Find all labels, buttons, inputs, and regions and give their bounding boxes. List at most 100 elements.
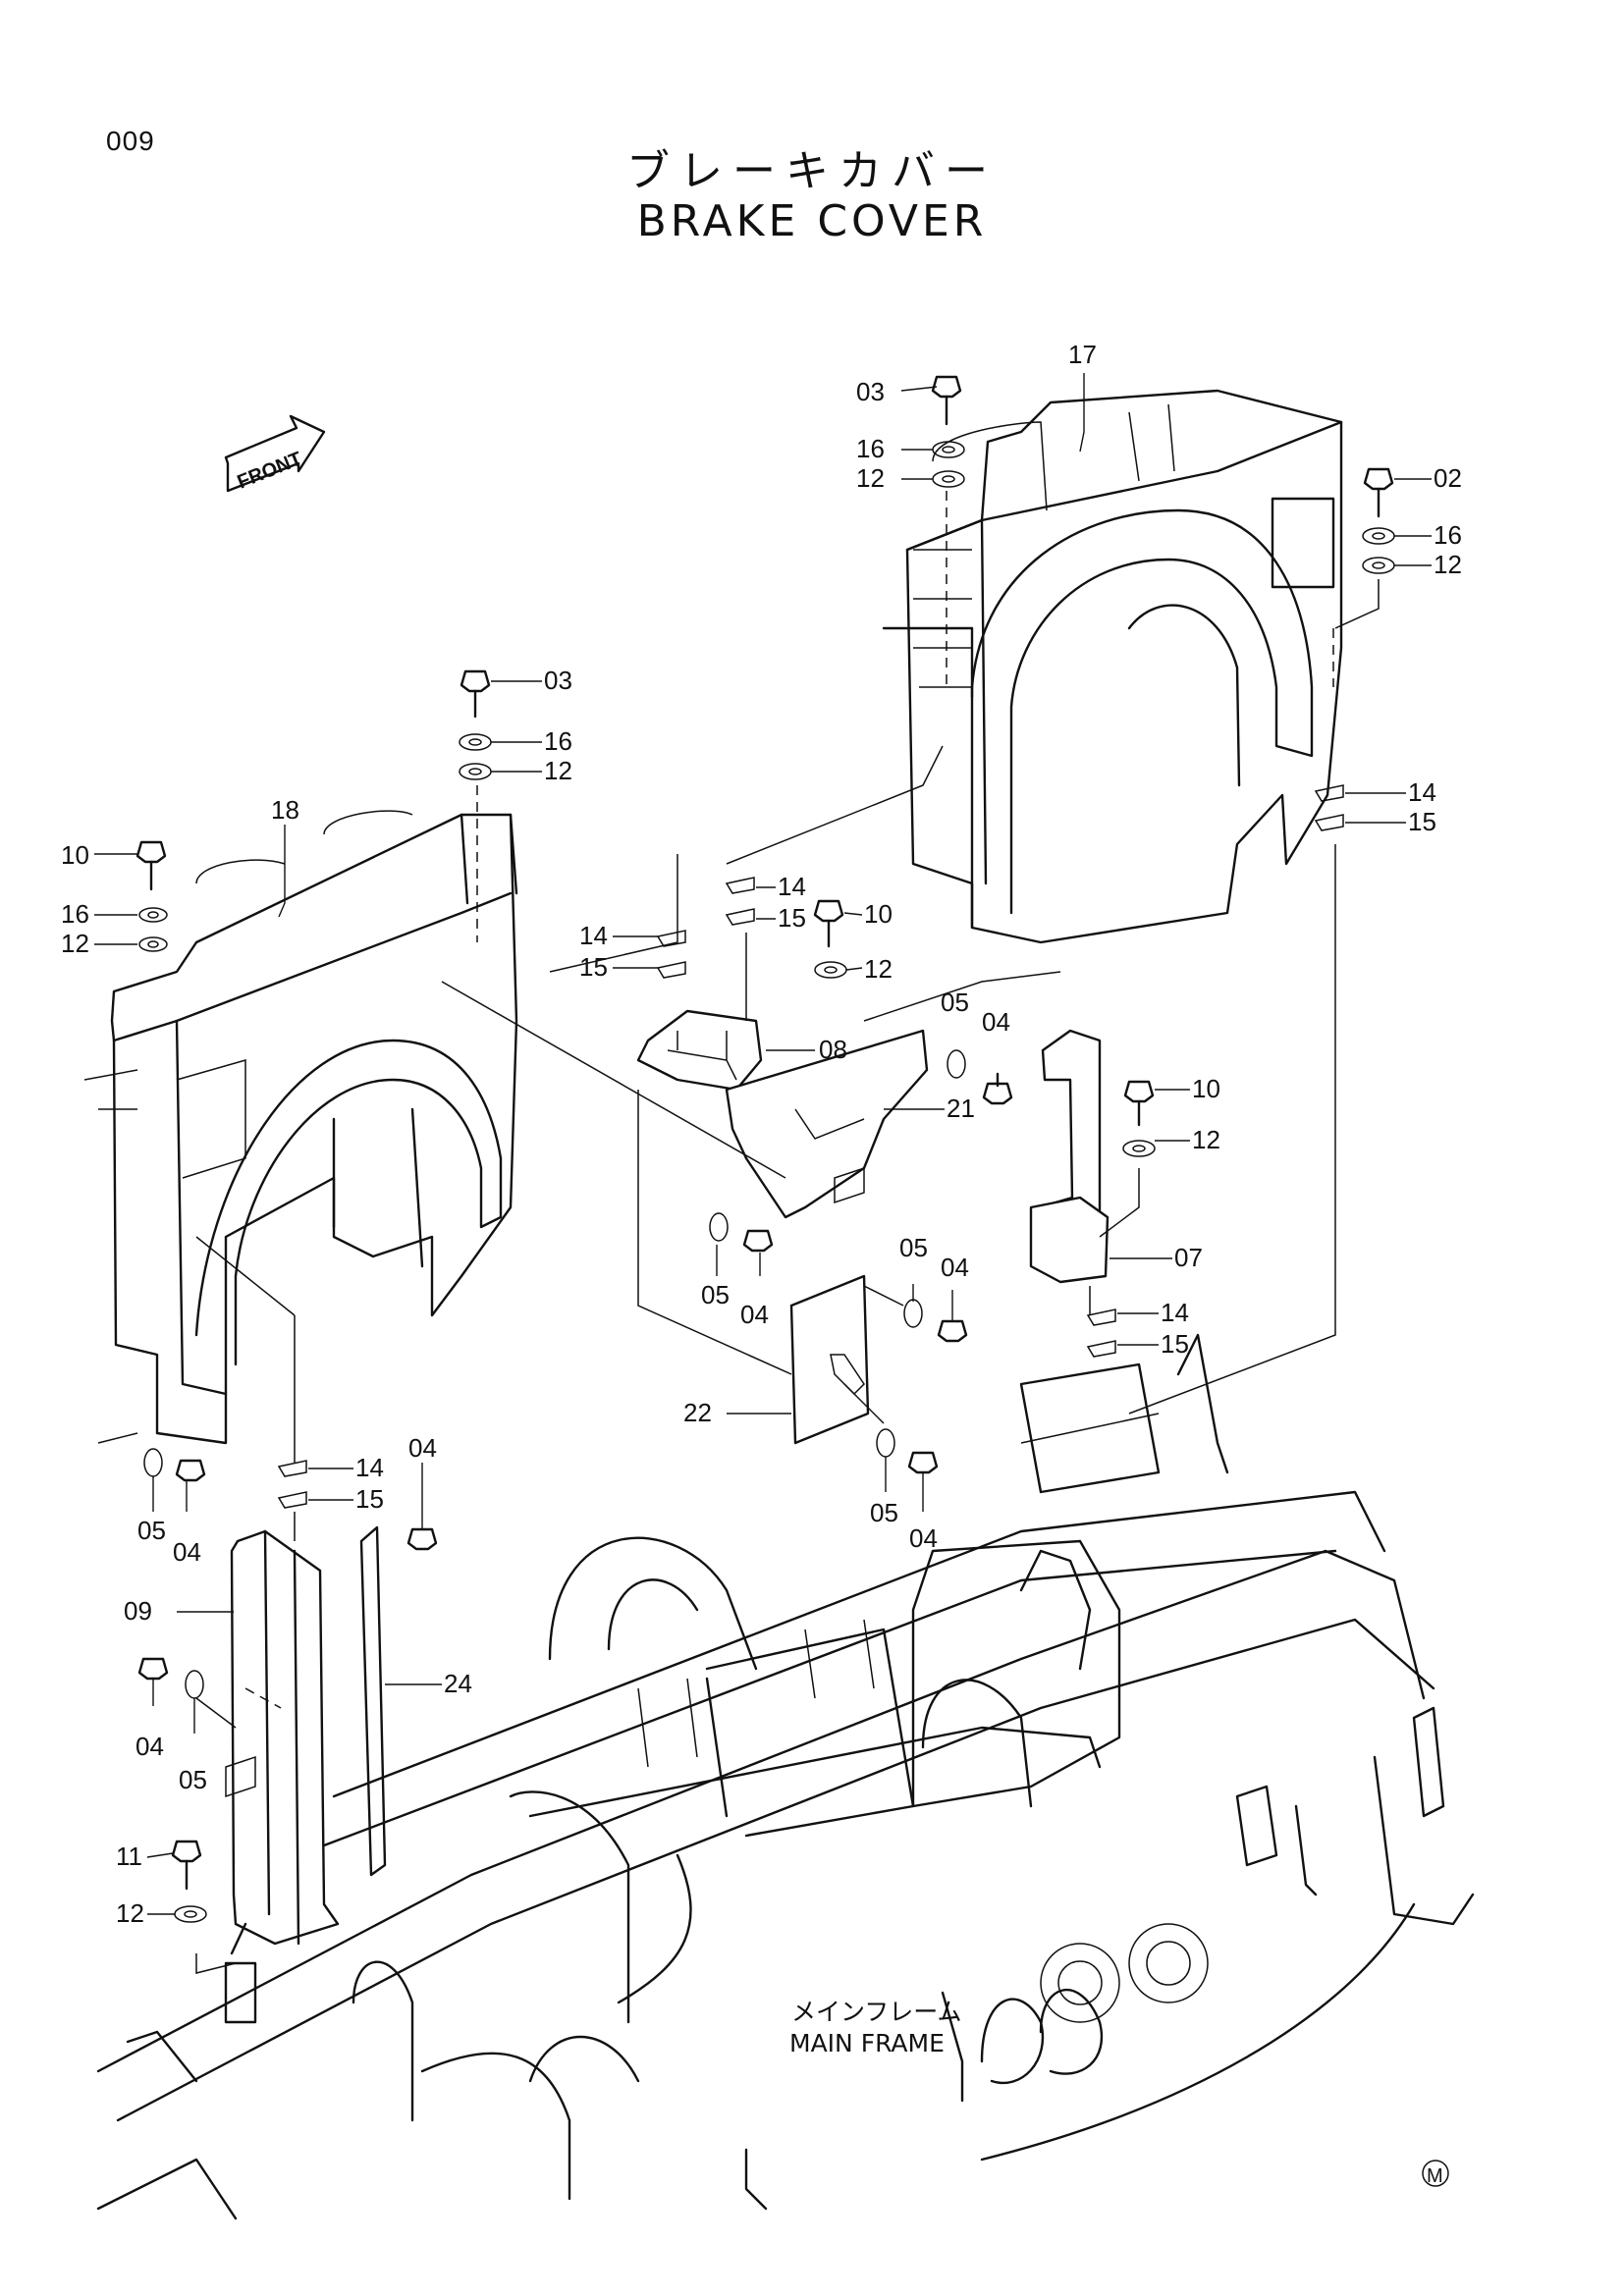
callout-label: 05 [941,988,969,1017]
washer-icon [138,936,168,952]
callout-label: 22 [683,1398,712,1427]
washer-icon [903,1299,923,1328]
bolt-icon [813,899,844,948]
washer-icon [947,1049,966,1079]
washer-icon [1362,557,1395,574]
front-label: FRONT [235,448,305,493]
washer-icon [459,733,492,751]
washer-icon [143,1448,163,1477]
callout-labels: 03 16 12 17 02 16 12 03 16 12 18 10 16 1… [61,340,1462,1928]
callout-label: 04 [740,1300,769,1329]
bolt-icon [907,1451,939,1474]
main-frame [96,1333,1475,2220]
leader-lines [94,373,1432,1915]
callout-label: 16 [856,434,885,463]
callout-label: 12 [1434,550,1462,579]
callout-label: 15 [778,903,806,933]
callout-label: 14 [1408,777,1436,807]
callout-label: 15 [1161,1329,1189,1359]
callout-label: 16 [1434,520,1462,550]
callout-label: 04 [408,1433,437,1463]
callout-label: 16 [544,726,572,756]
callout-label: 09 [124,1596,152,1626]
callout-label: 12 [856,463,885,493]
washer-icon [174,1905,207,1923]
washer-icon [1122,1140,1156,1157]
callout-label: 16 [61,899,89,929]
callout-label: 05 [899,1233,928,1262]
bracket-09 [225,1529,340,1946]
callout-label: 03 [544,666,572,695]
clip-icon [277,1460,307,1509]
bolt-icon [135,840,167,891]
corner-mark: M [1422,2160,1449,2187]
callout-label: 14 [778,872,806,901]
callout-label: 14 [355,1453,384,1482]
bolt-icon [931,375,962,426]
callout-label: 12 [61,929,89,958]
callout-label: 15 [1408,807,1436,836]
callout-label: 04 [173,1537,201,1567]
washer-icon [138,907,168,923]
callout-label: 08 [819,1035,847,1064]
callout-label: 10 [864,899,893,929]
washer-icon [709,1212,729,1242]
plate-22 [789,1274,870,1445]
callout-label: 14 [579,921,608,950]
main-frame-label: メインフレーム MAIN FRAME [789,1998,962,2057]
bolt-icon [742,1229,774,1253]
washer-icon [185,1670,204,1699]
callout-label: 15 [355,1484,384,1514]
callout-label: 07 [1174,1243,1203,1272]
bolt-icon [460,669,491,719]
callout-label: 12 [864,954,893,984]
callout-label: 14 [1161,1298,1189,1327]
callout-label: 12 [1192,1125,1220,1154]
clip-icon [1086,1308,1116,1358]
callout-label: 11 [116,1842,142,1871]
title-japanese: ブレーキカバー [626,146,998,196]
callout-label: 05 [179,1765,207,1794]
strip-24 [359,1525,387,1877]
bolt-icon [137,1657,169,1681]
bolt-icon [937,1319,968,1343]
callout-label: 05 [870,1498,898,1527]
front-arrow-icon: FRONT [224,414,326,494]
callout-label: 03 [856,377,885,406]
washer-icon [876,1428,895,1458]
page-number: 009 [106,126,155,156]
bolt-icon [982,1072,1013,1105]
callout-label: 17 [1068,340,1097,369]
callout-label: 05 [701,1280,730,1309]
main-frame-label-en: MAIN FRAME [789,2029,945,2057]
bolt-icon [1363,467,1394,518]
callout-label: 04 [135,1732,164,1761]
main-frame-label-jp: メインフレーム [791,1998,962,2026]
callout-label: 05 [137,1516,166,1545]
clip-icon [1314,784,1344,831]
callout-label: 10 [61,840,89,870]
callout-label: 04 [982,1007,1010,1037]
title-english: BRAKE COVER [636,196,988,246]
bracket-08 [636,1009,763,1092]
washer-icon [1362,527,1395,545]
fasteners [135,375,1395,1923]
brake-cover-left [83,810,518,1445]
bolt-icon [406,1527,438,1551]
clip-icon [656,930,686,979]
brake-cover-right [882,389,1343,944]
callout-label: 02 [1434,463,1462,493]
callout-label: 24 [444,1669,472,1698]
callout-label: 04 [941,1253,969,1282]
washer-icon [459,763,492,780]
corner-mark-letter: M [1427,2165,1443,2187]
callout-label: 21 [947,1094,975,1123]
callout-label: 10 [1192,1074,1220,1103]
callout-label: 12 [544,756,572,785]
callout-label: 04 [909,1523,938,1553]
callout-label: 15 [579,952,608,982]
callout-label: 12 [116,1898,144,1928]
bracket-21 [725,1029,929,1219]
washer-icon [814,961,847,979]
